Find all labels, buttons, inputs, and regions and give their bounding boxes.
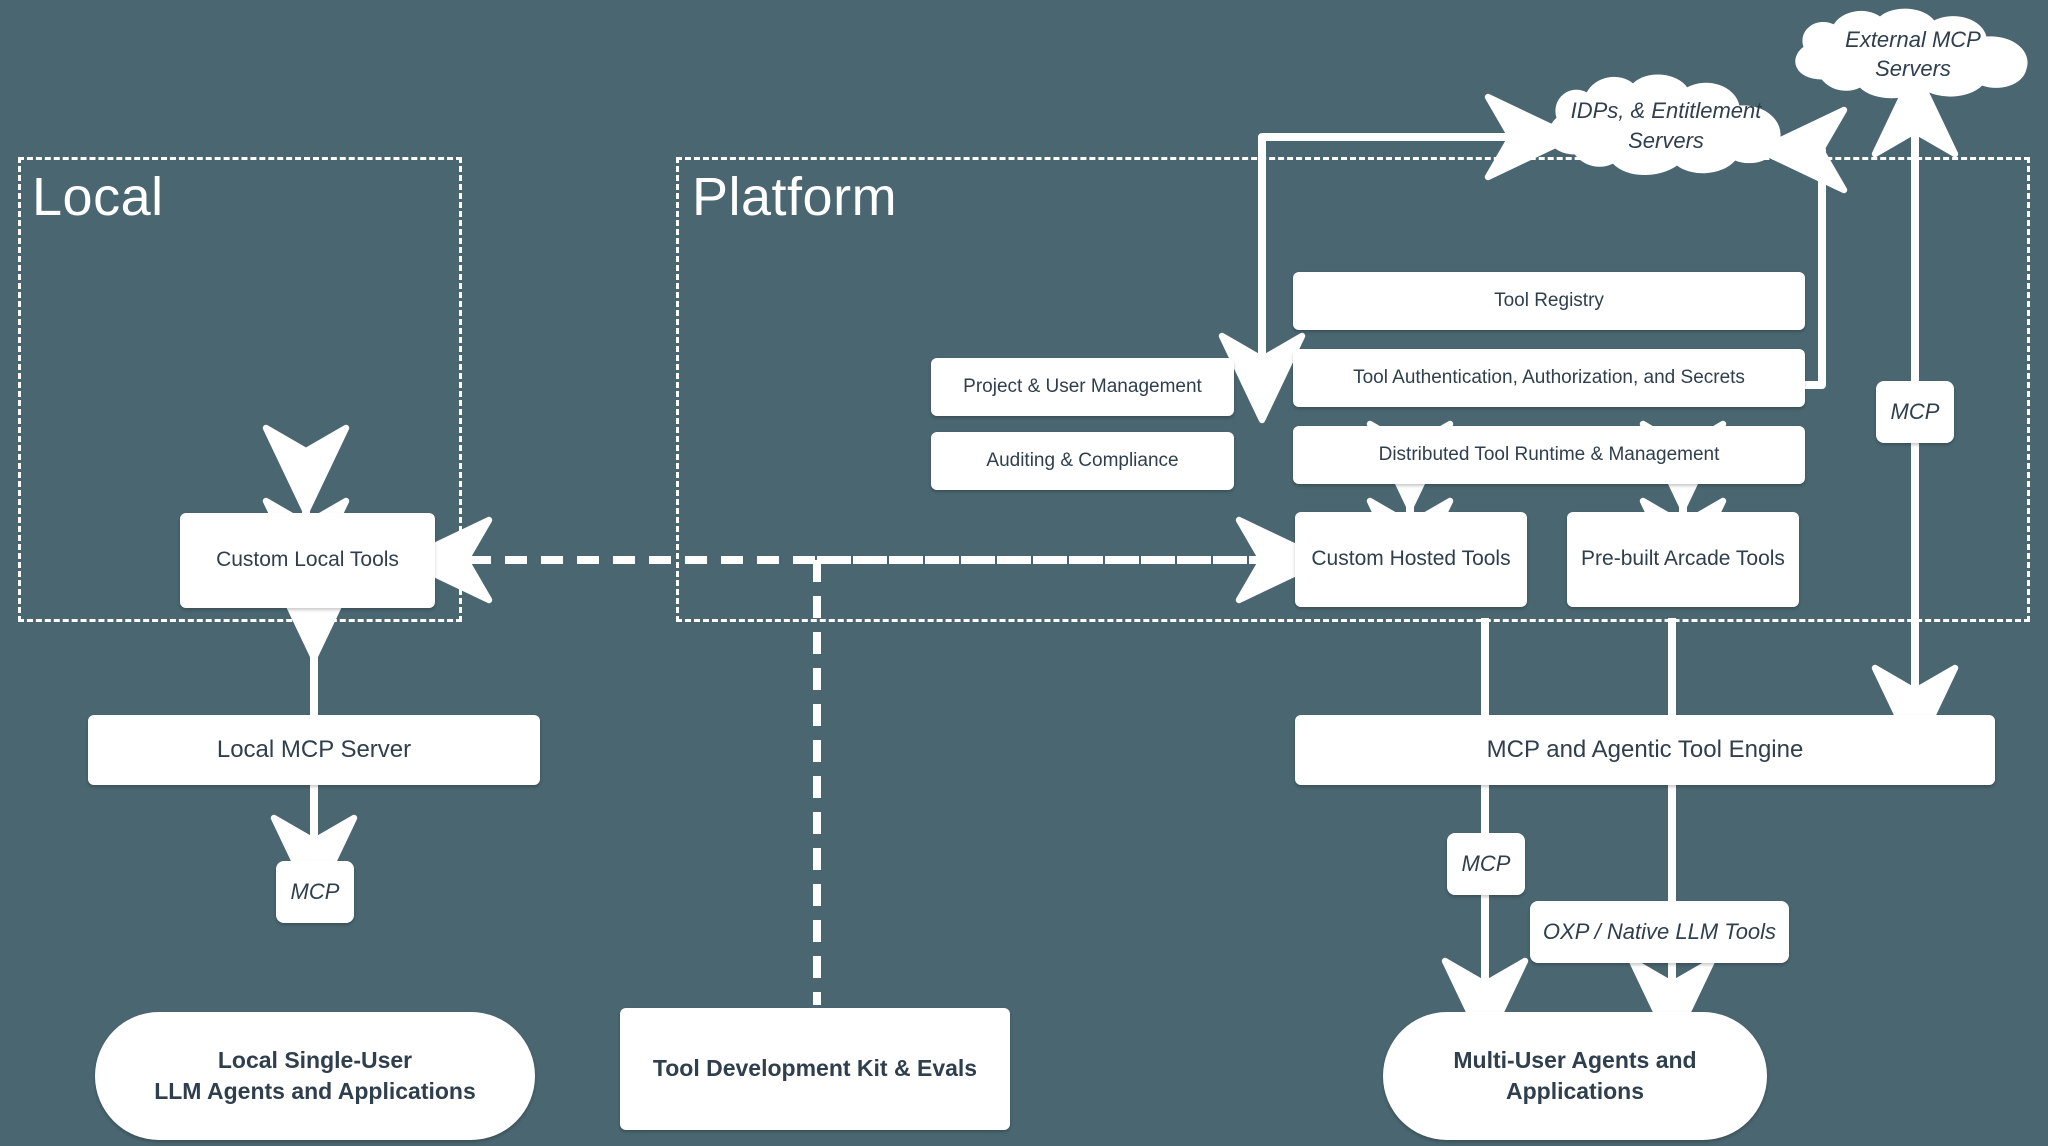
box-mcp-agentic-tool-engine[interactable]: MCP and Agentic Tool Engine — [1295, 715, 1995, 785]
box-tool-registry[interactable]: Tool Registry — [1293, 272, 1805, 330]
tag-mcp-external: MCP — [1876, 381, 1954, 443]
box-multiuser-agents-line2: Applications — [1505, 1078, 1644, 1104]
box-tool-development-kit[interactable]: Tool Development Kit & Evals — [620, 1008, 1010, 1130]
tag-mcp-agents: MCP — [1447, 833, 1525, 895]
box-local-agents[interactable]: Local Single-User LLM Agents and Applica… — [95, 1012, 535, 1140]
zone-local — [18, 157, 462, 622]
box-project-user-management[interactable]: Project & User Management — [931, 358, 1234, 416]
cloud-idps-label: IDPs, & Entitlement Servers — [1537, 96, 1796, 155]
cloud-shape-external — [1795, 8, 2028, 99]
box-multiuser-agents[interactable]: Multi-User Agents and Applications — [1383, 1012, 1767, 1140]
box-tool-authentication[interactable]: Tool Authentication, Authorization, and … — [1293, 349, 1805, 407]
tag-mcp-local: MCP — [276, 861, 354, 923]
box-multiuser-agents-line1: Multi-User Agents and — [1453, 1046, 1697, 1073]
cloud-external-mcp-servers[interactable]: External MCP Servers — [1782, 7, 2044, 103]
zone-platform-title: Platform — [692, 167, 898, 227]
box-auditing-compliance[interactable]: Auditing & Compliance — [931, 432, 1234, 490]
box-prebuilt-arcade-tools[interactable]: Pre-built Arcade Tools — [1567, 512, 1799, 607]
box-local-agents-line2: LLM Agents and Applications — [154, 1078, 476, 1104]
box-local-mcp-server[interactable]: Local MCP Server — [88, 715, 540, 785]
box-custom-hosted-tools[interactable]: Custom Hosted Tools — [1295, 512, 1527, 607]
cloud-idps-entitlement-servers[interactable]: IDPs, & Entitlement Servers — [1535, 72, 1797, 180]
cloud-idps-line1: IDPs, & Entitlement — [1570, 98, 1762, 124]
box-distributed-tool-runtime[interactable]: Distributed Tool Runtime & Management — [1293, 426, 1805, 484]
box-custom-local-tools[interactable]: Custom Local Tools — [180, 513, 435, 608]
box-local-agents-line1: Local Single-User — [217, 1046, 413, 1073]
tag-oxp-native-llm-tools: OXP / Native LLM Tools — [1530, 901, 1789, 963]
zone-local-title: Local — [32, 167, 164, 227]
cloud-idps-line2: Servers — [1628, 128, 1704, 153]
cloud-external-mcp-servers-label: External MCP Servers — [1845, 27, 1981, 81]
cloud-shape-idps — [1548, 74, 1781, 175]
